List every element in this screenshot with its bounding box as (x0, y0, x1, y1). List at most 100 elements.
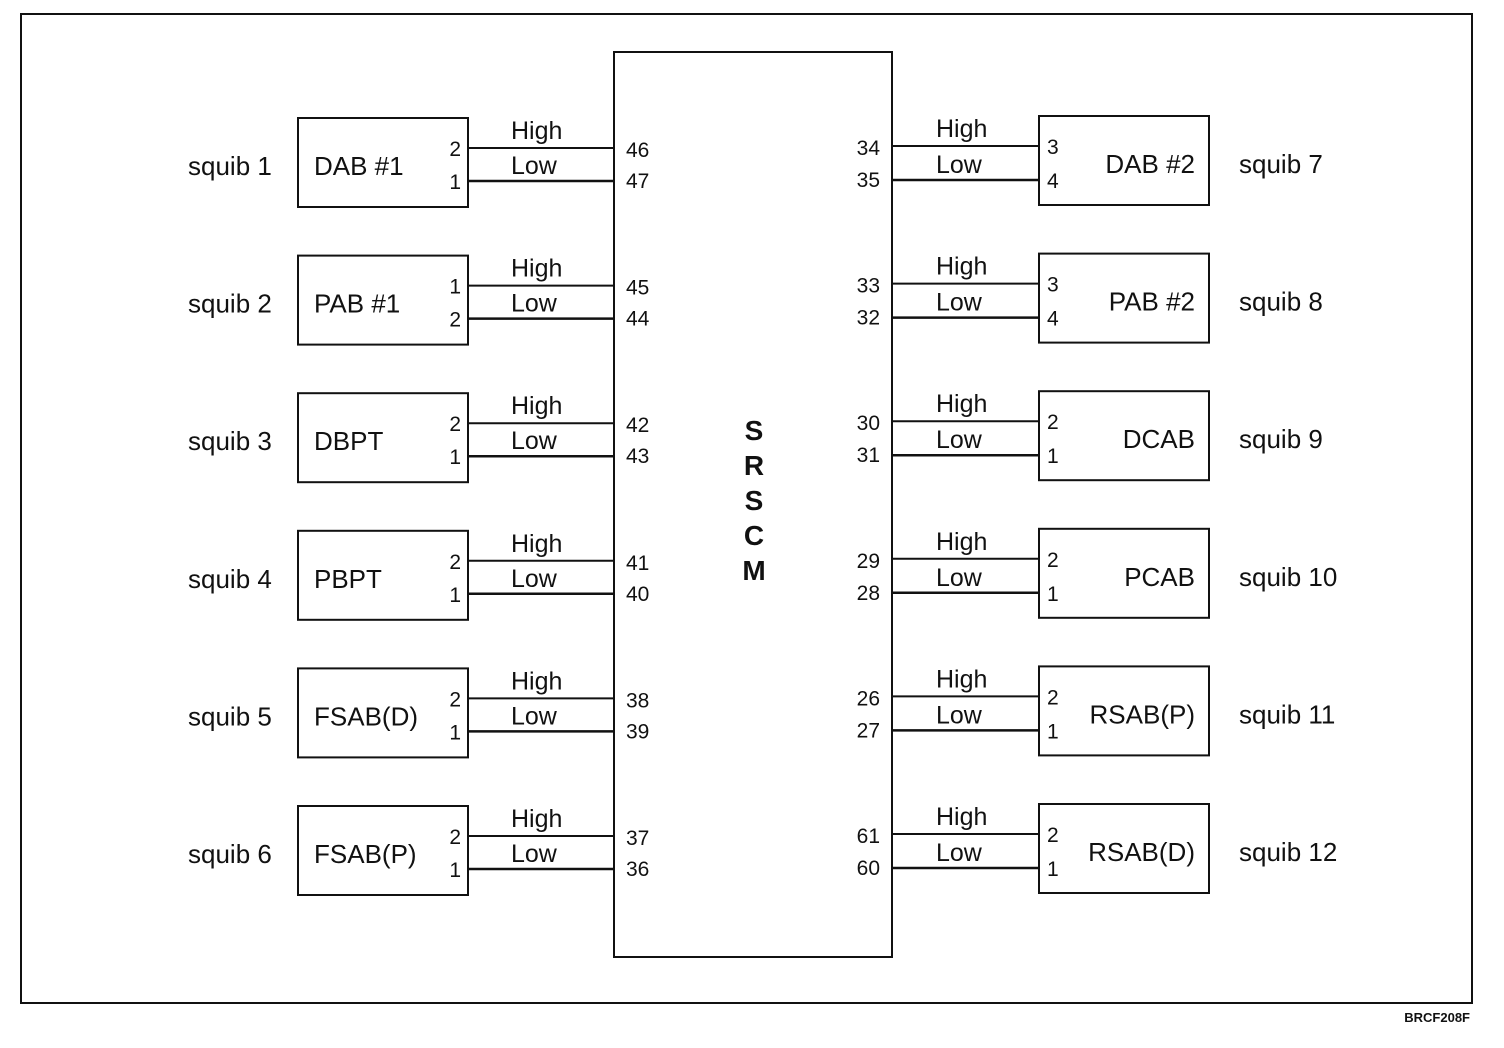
low-label: Low (936, 701, 983, 729)
high-label: High (936, 528, 987, 556)
high-label: High (936, 253, 987, 281)
squib-label: squib 10 (1239, 562, 1337, 592)
pin-top: 3 (1047, 136, 1059, 159)
terminal-high: 38 (626, 689, 649, 712)
terminal-high: 37 (626, 827, 649, 850)
squib-box (297, 254, 469, 346)
pin-bottom: 1 (449, 584, 461, 607)
low-label: Low (511, 152, 558, 180)
squib-box (297, 805, 469, 896)
squib-box (1038, 665, 1210, 757)
pin-top: 1 (449, 276, 461, 299)
terminal-low: 44 (626, 308, 650, 331)
terminal-low: 31 (857, 444, 880, 467)
squib-box (1038, 390, 1210, 482)
module-letter: S (745, 415, 764, 446)
terminal-low: 27 (857, 719, 880, 742)
squib-box (1038, 527, 1210, 619)
pin-bottom: 4 (1047, 308, 1059, 331)
low-label: Low (936, 839, 983, 867)
module-letter: S (745, 485, 764, 516)
terminal-high: 33 (857, 275, 880, 298)
squib-label: squib 5 (188, 701, 272, 731)
high-label: High (511, 805, 562, 833)
terminal-high: 42 (626, 414, 649, 437)
squib-box (1038, 115, 1210, 206)
high-label: High (511, 530, 562, 558)
pin-bottom: 1 (449, 171, 461, 194)
pin-top: 2 (449, 826, 461, 849)
srscm-module-box (613, 51, 893, 958)
pin-bottom: 4 (1047, 170, 1059, 193)
squib-label: squib 12 (1239, 837, 1337, 867)
terminal-low: 47 (626, 170, 649, 193)
squib-name: FSAB(P) (314, 839, 417, 869)
high-label: High (511, 667, 562, 695)
terminal-low: 60 (857, 857, 880, 880)
terminal-high: 34 (857, 137, 881, 160)
squib-name: DCAB (1123, 424, 1195, 454)
squib-box (297, 117, 469, 208)
high-label: High (511, 255, 562, 283)
low-label: Low (936, 151, 983, 179)
squib-label: squib 6 (188, 839, 272, 869)
squib-label: squib 2 (188, 289, 272, 319)
squib-name: PCAB (1124, 562, 1195, 592)
high-label: High (936, 803, 987, 831)
high-label: High (936, 390, 987, 418)
module-letter: M (742, 555, 765, 586)
pin-bottom: 1 (1047, 720, 1059, 743)
terminal-low: 28 (857, 582, 880, 605)
terminal-high: 29 (857, 550, 880, 573)
module-letter: R (744, 450, 764, 481)
pin-top: 2 (1047, 686, 1059, 709)
squib-name: PAB #2 (1109, 287, 1195, 317)
low-label: Low (936, 289, 983, 317)
pin-top: 2 (1047, 411, 1059, 434)
squib-box (297, 529, 469, 621)
pin-bottom: 1 (449, 446, 461, 469)
high-label: High (936, 115, 987, 143)
terminal-high: 41 (626, 552, 649, 575)
pin-bottom: 1 (449, 859, 461, 882)
pin-bottom: 1 (1047, 858, 1059, 881)
squib-box (1038, 252, 1210, 344)
squib-box (297, 667, 469, 759)
module-letter: C (744, 520, 764, 551)
squib-label: squib 1 (188, 151, 272, 181)
high-label: High (511, 392, 562, 420)
squib-label: squib 9 (1239, 424, 1323, 454)
squib-label: squib 11 (1239, 699, 1335, 729)
squib-box (297, 392, 469, 484)
terminal-low: 43 (626, 445, 649, 468)
terminal-high: 46 (626, 139, 649, 162)
pin-top: 2 (449, 688, 461, 711)
pin-top: 2 (1047, 824, 1059, 847)
low-label: Low (936, 564, 983, 592)
pin-bottom: 1 (1047, 583, 1059, 606)
squib-label: squib 3 (188, 426, 272, 456)
pin-bottom: 2 (449, 309, 461, 332)
diagram-frame (20, 13, 1473, 1004)
low-label: Low (511, 290, 558, 318)
pin-top: 2 (1047, 549, 1059, 572)
terminal-low: 35 (857, 169, 880, 192)
squib-label: squib 7 (1239, 149, 1323, 179)
pin-top: 3 (1047, 274, 1059, 297)
high-label: High (511, 117, 562, 145)
terminal-high: 30 (857, 412, 880, 435)
squib-name: RSAB(P) (1090, 699, 1195, 729)
